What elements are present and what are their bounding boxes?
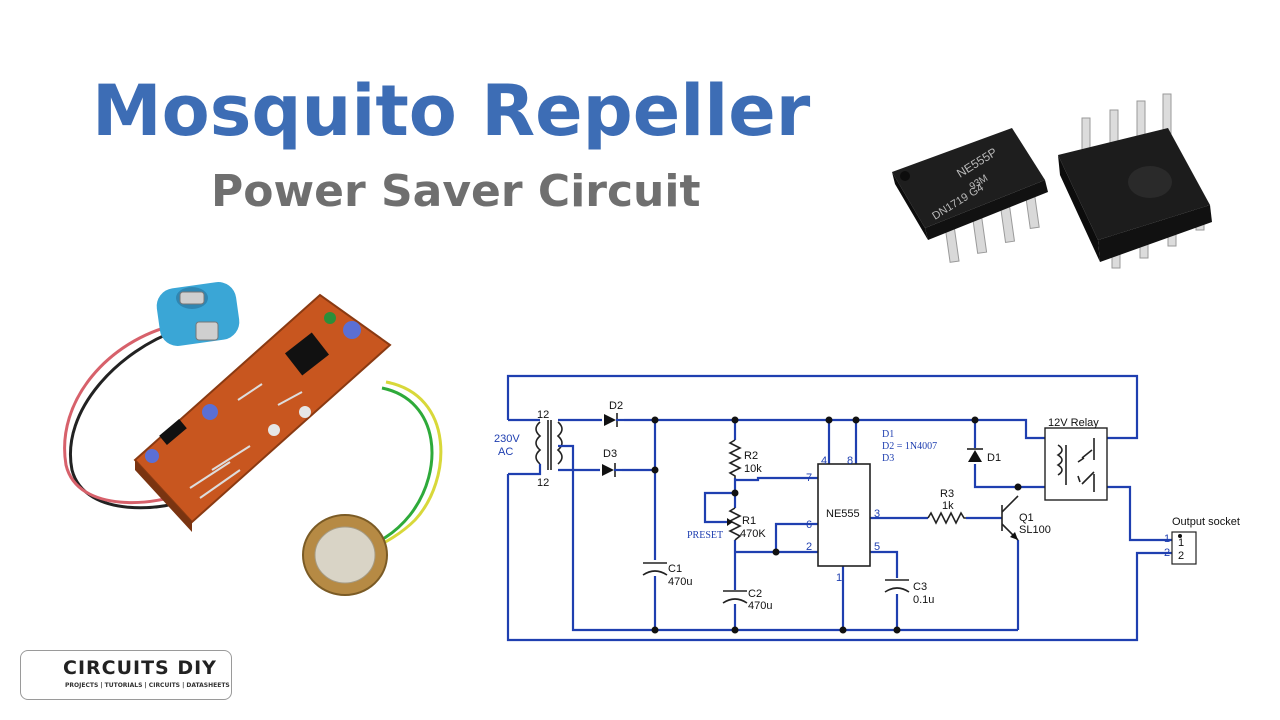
page-subtitle: Power Saver Circuit xyxy=(211,166,701,217)
ic-chip-back xyxy=(1058,93,1212,269)
relay-12v xyxy=(1044,427,1108,501)
label-tap-top: 12 xyxy=(537,409,549,421)
label-c3-value: 0.1u xyxy=(913,594,934,606)
label-socket-pin-2: 2 xyxy=(1164,547,1170,559)
logo-name: CIRCUITS DIY xyxy=(63,657,217,679)
resistor-r2 xyxy=(728,439,742,478)
label-pin6: 6 xyxy=(806,519,812,531)
capacitor-c2 xyxy=(722,590,748,604)
page-title: Mosquito Repeller xyxy=(92,70,811,152)
label-r2: R2 xyxy=(744,450,758,462)
label-output-socket: Output socket xyxy=(1172,516,1240,528)
label-c2-value: 470u xyxy=(748,600,772,612)
label-c1: C1 xyxy=(668,563,682,575)
label-c2: C2 xyxy=(748,588,762,600)
transistor-q1 xyxy=(1001,495,1019,541)
logo-tagline: PROJECTS | TUTORIALS | CIRCUITS | DATASH… xyxy=(65,682,230,689)
label-pin3: 3 xyxy=(874,508,880,520)
label-pin1: 1 xyxy=(836,572,842,584)
label-q1: Q1 xyxy=(1019,512,1034,524)
label-socket-pin-1: 1 xyxy=(1164,533,1170,545)
diode-note-1: D1 xyxy=(882,429,894,440)
circuits-diy-logo[interactable]: CIRCUITS DIY PROJECTS | TUTORIALS | CIRC… xyxy=(20,650,232,700)
label-pin8: 8 xyxy=(847,455,853,467)
resistor-r3 xyxy=(927,511,966,525)
label-r3-value: 1k xyxy=(942,500,954,512)
label-c3: C3 xyxy=(913,581,927,593)
label-socket-2: 2 xyxy=(1178,550,1184,562)
label-pin5: 5 xyxy=(874,541,880,553)
label-c1-value: 470u xyxy=(668,576,692,588)
label-r1: R1 xyxy=(742,515,756,527)
label-ac: AC xyxy=(498,446,513,458)
ne555-ic xyxy=(817,463,871,567)
output-socket xyxy=(1171,531,1197,565)
label-r2-value: 10k xyxy=(744,463,762,475)
diode-d1 xyxy=(967,448,983,462)
pcb-photo xyxy=(63,282,443,596)
label-pin2: 2 xyxy=(806,541,812,553)
label-pin7: 7 xyxy=(806,472,812,484)
ic-chip-front: NE555P 93M DN1719 G4 xyxy=(892,128,1048,263)
diode-note-2: D2 = 1N4007 xyxy=(882,441,937,452)
label-q1-value: SL100 xyxy=(1019,524,1051,536)
capacitor-c3 xyxy=(884,579,910,593)
diode-d3 xyxy=(602,463,622,477)
diode-note-3: D3 xyxy=(882,453,894,464)
label-preset: PRESET xyxy=(687,530,723,541)
label-d2: D2 xyxy=(609,400,623,412)
label-relay: 12V Relay xyxy=(1048,417,1099,429)
label-ne555: NE555 xyxy=(826,508,860,520)
label-socket-1: 1 xyxy=(1178,537,1184,549)
label-d1: D1 xyxy=(987,452,1001,464)
label-d3: D3 xyxy=(603,448,617,460)
label-230v: 230V xyxy=(494,433,520,445)
label-r1-value: 470K xyxy=(740,528,766,540)
capacitor-c1 xyxy=(642,562,668,590)
schematic: 230V AC 12 12 D2 D3 C1 470u R2 10k R1 47… xyxy=(494,374,1240,642)
transformer xyxy=(508,418,575,476)
label-r3: R3 xyxy=(940,488,954,500)
label-tap-bottom: 12 xyxy=(537,477,549,489)
label-pin4: 4 xyxy=(821,455,827,467)
potentiometer-r1 xyxy=(727,507,742,541)
diode-d2 xyxy=(604,413,624,427)
